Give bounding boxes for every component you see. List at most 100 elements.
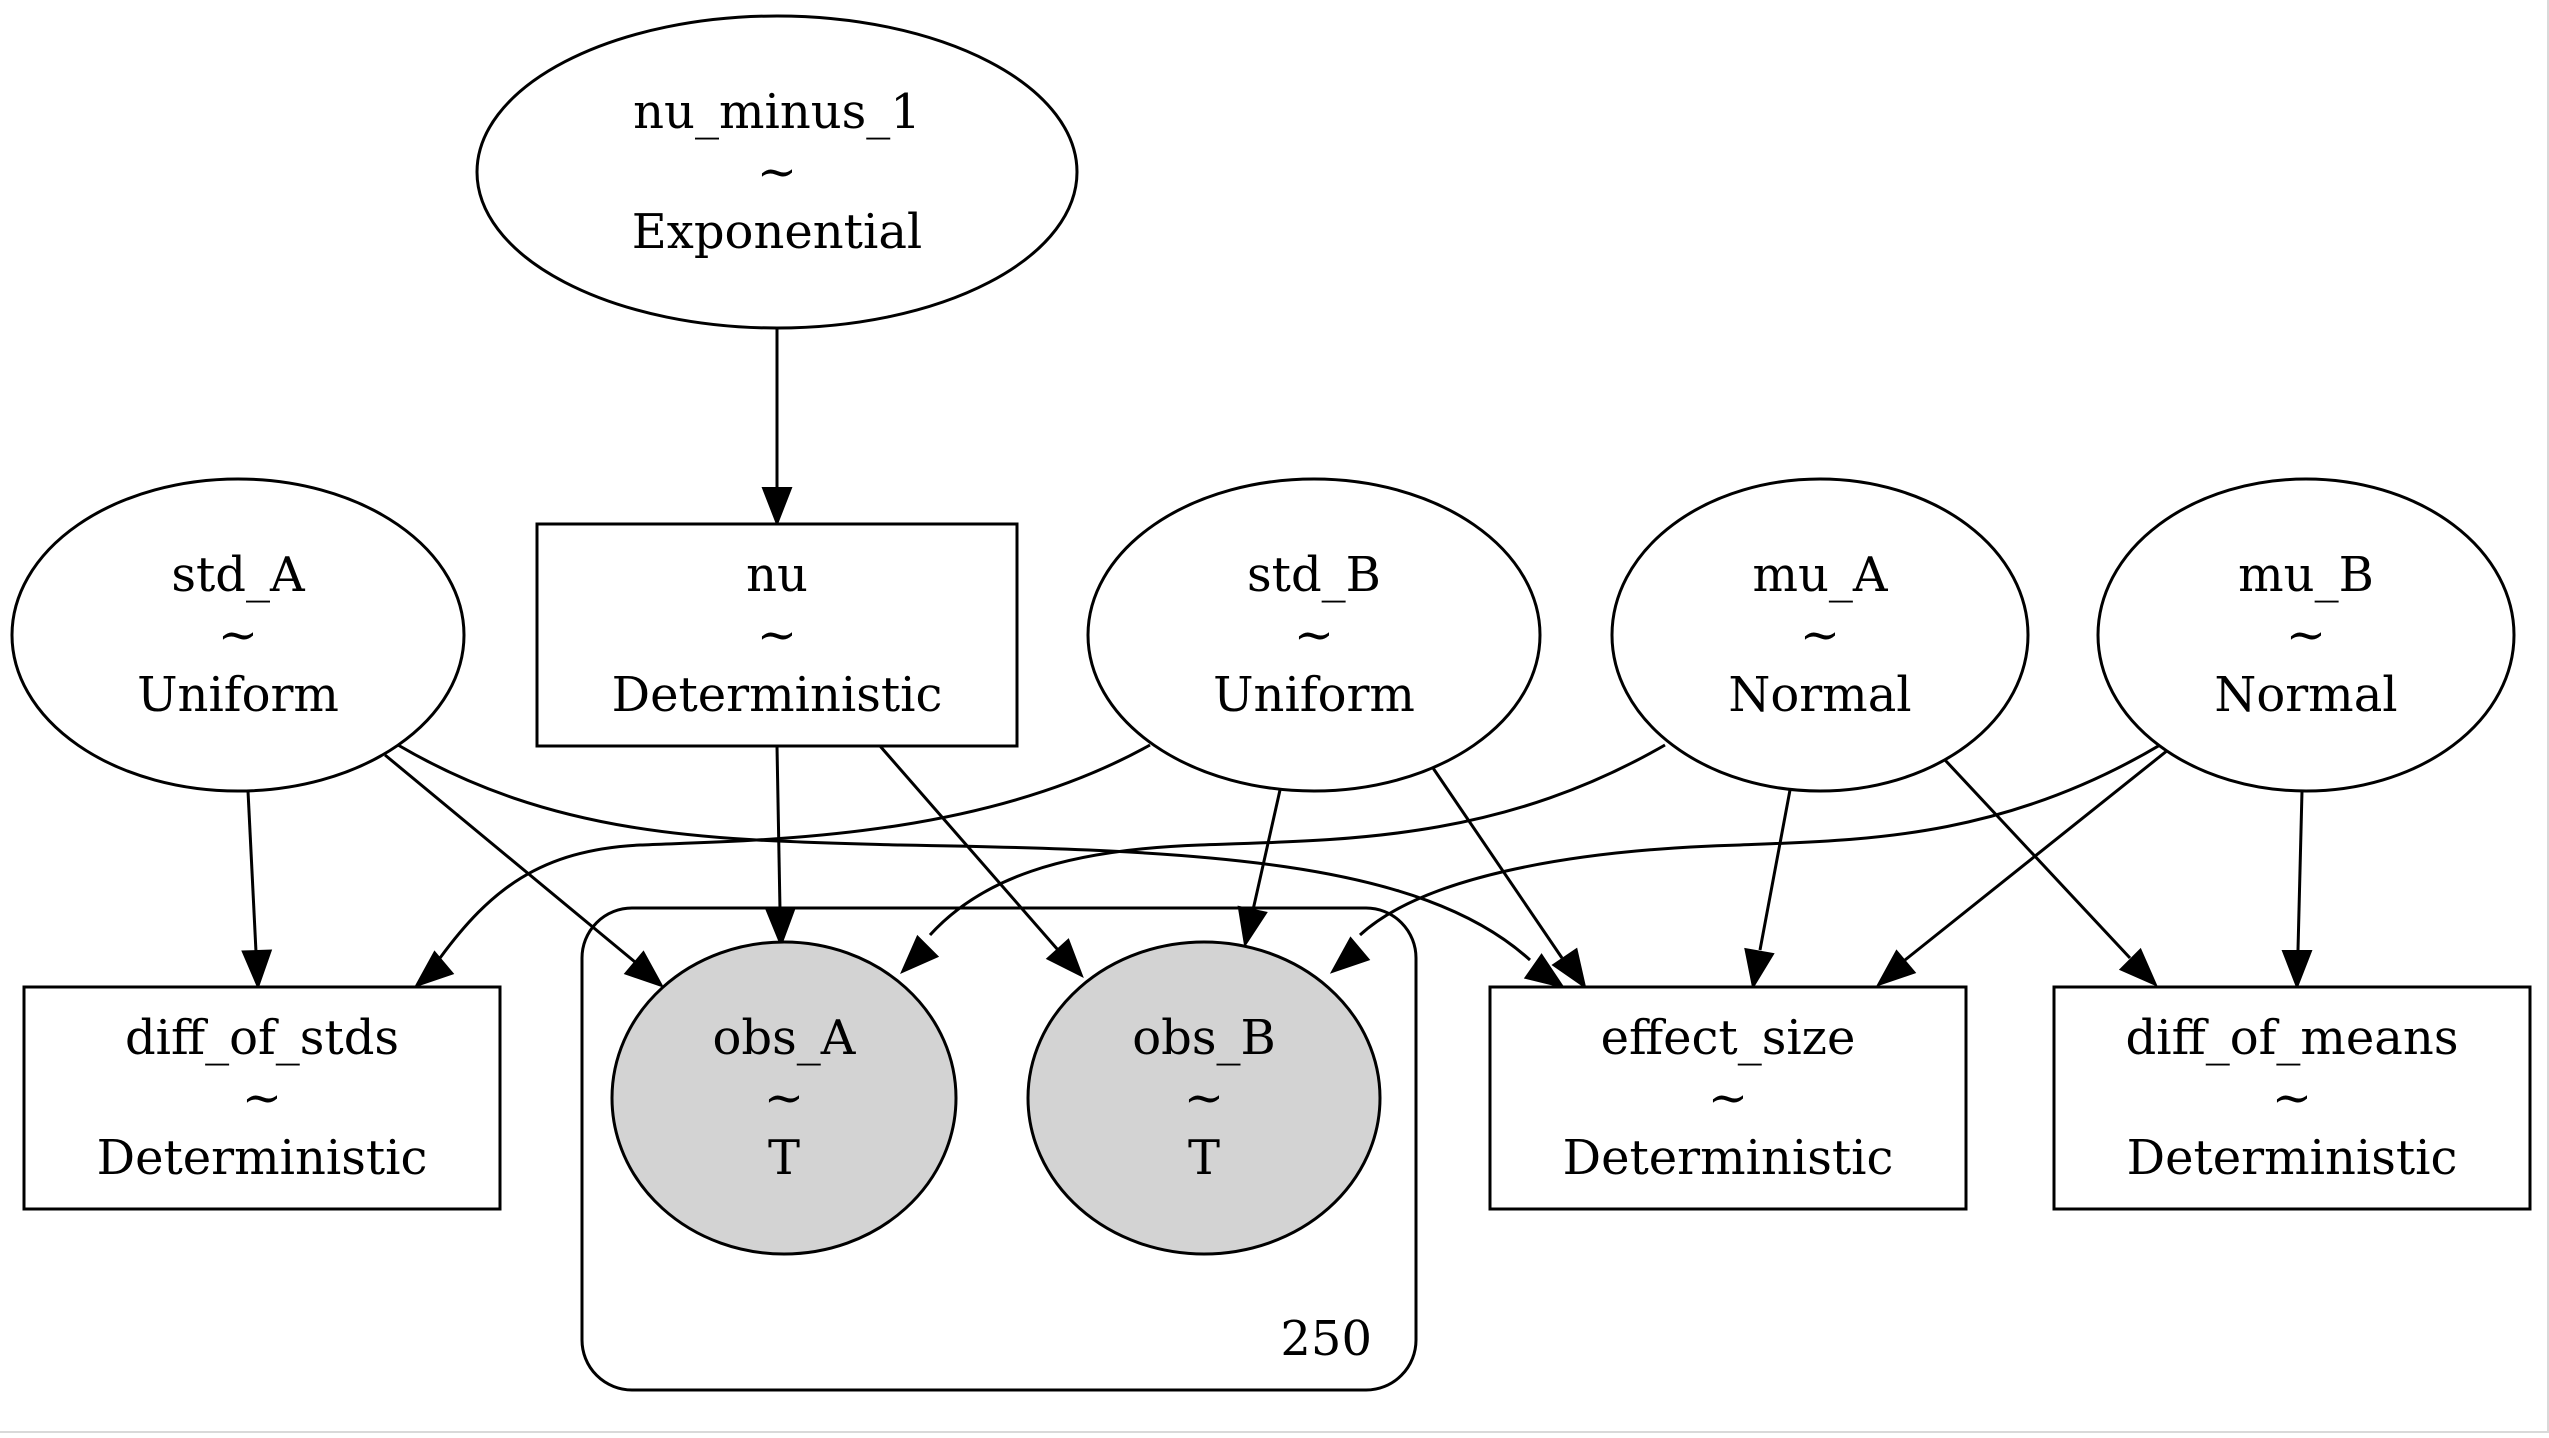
node-tilde-label: ~	[1800, 607, 1840, 663]
plate-frame	[580, 906, 1418, 1392]
random-variable-shape	[1086, 477, 1542, 793]
node-distribution-label: Exponential	[632, 204, 923, 260]
node-tilde-label: ~	[757, 144, 797, 200]
random-variable-shape	[10, 477, 466, 793]
edge-line	[1358, 743, 2161, 937]
deterministic-node-shape	[2052, 985, 2532, 1211]
nodes-layer: nu_minus_1~Exponentialstd_A~Uniformnu~De…	[10, 14, 2532, 1256]
edge-std_B-to-effect_size	[1431, 767, 1587, 990]
edge-nu-to-obs_A	[764, 745, 796, 948]
node-distribution-label: T	[768, 1130, 800, 1186]
edge-nu_minus_1-to-nu	[761, 328, 793, 527]
node-distribution-label: Normal	[2214, 667, 2397, 723]
edge-std_A-to-diff_of_stds	[241, 790, 273, 990]
edge-std_A-to-effect_size	[397, 743, 1566, 989]
arrowhead-icon	[1523, 953, 1566, 989]
edge-mu_B-to-effect_size	[1875, 748, 2169, 987]
node-distribution-label: Normal	[1728, 667, 1911, 723]
node-tilde-label: ~	[218, 607, 258, 663]
edge-line	[397, 743, 1532, 962]
edge-nu-to-obs_B	[878, 745, 1084, 979]
node-distribution-label: T	[1188, 1130, 1220, 1186]
deterministic-node-shape	[22, 985, 502, 1211]
arrowhead-icon	[1329, 936, 1371, 974]
node-name-label: obs_B	[1132, 1010, 1276, 1066]
arrowhead-icon	[1744, 947, 1775, 990]
node-std-A[interactable]: std_A~Uniform	[10, 477, 466, 793]
node-distribution-label: Deterministic	[612, 667, 943, 723]
node-distribution-label: Deterministic	[1563, 1130, 1894, 1186]
node-name-label: nu_minus_1	[633, 84, 921, 140]
node-tilde-label: ~	[242, 1070, 282, 1126]
node-name-label: mu_B	[2238, 547, 2374, 603]
arrowhead-icon	[2118, 947, 2158, 987]
node-name-label: nu	[746, 547, 808, 603]
node-obs-A[interactable]: obs_A~T	[610, 940, 958, 1256]
edge-line	[878, 745, 1060, 951]
node-distribution-label: Deterministic	[97, 1130, 428, 1186]
node-distribution-label: Deterministic	[2127, 1130, 2458, 1186]
plates-layer: 250	[580, 906, 1418, 1392]
node-diff-of-means[interactable]: diff_of_means~Deterministic	[2052, 985, 2532, 1211]
edge-std_B-to-obs_B	[1237, 789, 1282, 948]
arrowhead-icon	[1045, 938, 1084, 979]
node-tilde-label: ~	[1294, 607, 1334, 663]
arrowhead-icon	[761, 487, 793, 527]
random-variable-shape	[2096, 477, 2516, 793]
node-tilde-label: ~	[1708, 1070, 1748, 1126]
node-obs-B[interactable]: obs_B~T	[1026, 940, 1382, 1256]
edge-mu_B-to-obs_B	[1329, 743, 2161, 974]
random-variable-shape	[475, 14, 1079, 330]
node-mu-B[interactable]: mu_B~Normal	[2096, 477, 2516, 793]
edge-mu_A-to-obs_A	[900, 743, 1666, 974]
arrowhead-icon	[1875, 949, 1917, 987]
node-distribution-label: Uniform	[1213, 667, 1415, 723]
arrowhead-icon	[2281, 950, 2313, 990]
arrowhead-icon	[1237, 905, 1268, 948]
edge-line	[1251, 789, 1282, 911]
arrowhead-icon	[413, 950, 455, 988]
edge-line	[438, 743, 1151, 959]
node-name-label: obs_A	[713, 1010, 857, 1066]
node-name-label: std_B	[1247, 547, 1381, 603]
edge-mu_A-to-effect_size	[1744, 789, 1792, 990]
arrowhead-icon	[241, 949, 273, 990]
edge-line	[1431, 767, 1564, 959]
arrowhead-icon	[1551, 947, 1587, 990]
edge-line	[928, 743, 1666, 937]
edge-line	[2296, 790, 2304, 951]
observed-node-shape	[610, 940, 958, 1256]
deterministic-node-shape	[1488, 985, 1968, 1211]
edge-line	[246, 790, 258, 953]
edge-line	[1943, 758, 2132, 960]
node-name-label: effect_size	[1601, 1010, 1856, 1066]
node-name-label: mu_A	[1752, 547, 1888, 603]
arrowhead-icon	[764, 907, 796, 948]
edge-line	[775, 745, 782, 911]
node-distribution-label: Uniform	[137, 667, 339, 723]
edge-line	[384, 753, 636, 964]
edge-mu_B-to-diff_of_means	[2281, 790, 2313, 990]
edge-std_B-to-diff_of_stds	[413, 743, 1151, 988]
node-nu-minus-1[interactable]: nu_minus_1~Exponential	[475, 14, 1079, 330]
edge-line	[1758, 789, 1792, 951]
random-variable-shape	[1610, 477, 2030, 793]
arrowhead-icon	[623, 950, 665, 988]
deterministic-node-shape	[535, 522, 1019, 748]
node-name-label: diff_of_means	[2126, 1010, 2459, 1066]
node-nu[interactable]: nu~Deterministic	[535, 522, 1019, 748]
edge-std_A-to-obs_A	[384, 753, 665, 988]
node-tilde-label: ~	[764, 1070, 804, 1126]
node-std-B[interactable]: std_B~Uniform	[1086, 477, 1542, 793]
edge-line	[1904, 748, 2169, 962]
edge-mu_A-to-diff_of_means	[1943, 758, 2158, 987]
node-name-label: diff_of_stds	[125, 1010, 399, 1066]
observed-node-shape	[1026, 940, 1382, 1256]
node-tilde-label: ~	[757, 607, 797, 663]
node-effect-size[interactable]: effect_size~Deterministic	[1488, 985, 1968, 1211]
edges-layer	[241, 328, 2313, 990]
node-diff-of-stds[interactable]: diff_of_stds~Deterministic	[22, 985, 502, 1211]
node-tilde-label: ~	[2286, 607, 2326, 663]
node-mu-A[interactable]: mu_A~Normal	[1610, 477, 2030, 793]
